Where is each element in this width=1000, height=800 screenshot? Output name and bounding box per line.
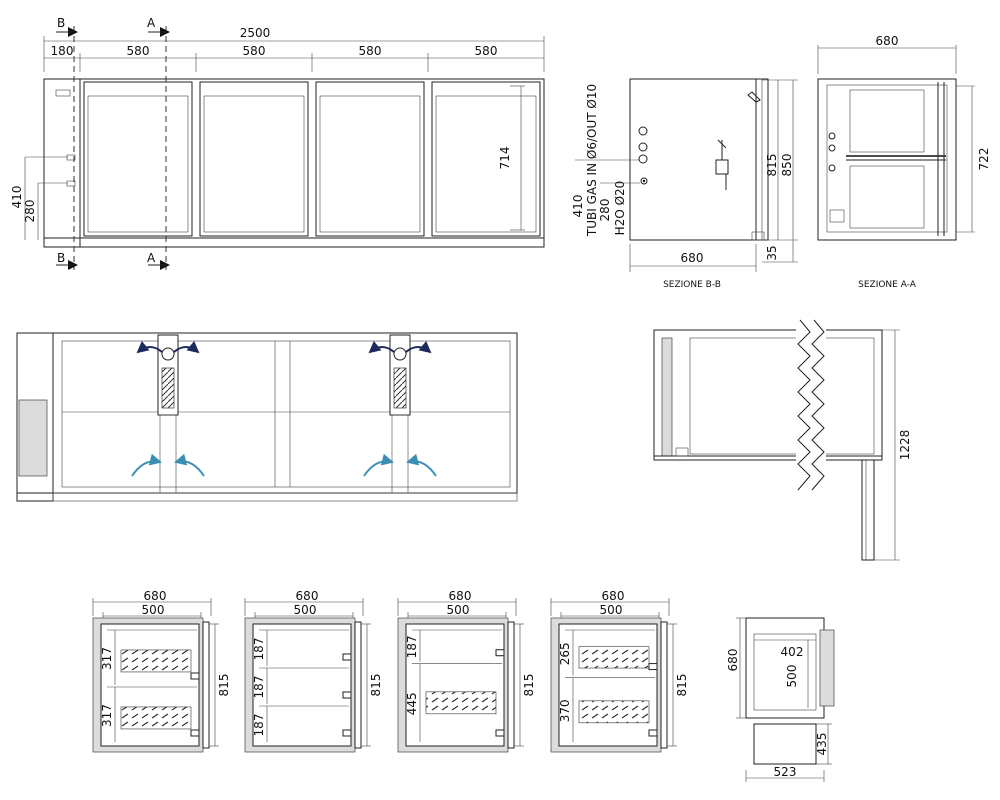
airflow-out-arrows	[136, 340, 432, 354]
detail-523: 523	[774, 765, 797, 779]
section-mark-b-bottom: B	[56, 251, 78, 270]
drawer-compartment: 187	[252, 629, 352, 666]
detail-height-680: 680	[726, 649, 740, 672]
front-segment-4: 580	[359, 44, 382, 58]
front-segment-1: 180	[51, 44, 74, 58]
compartment-height-label: 187	[252, 676, 266, 699]
drawer-inner-width: 500	[600, 603, 623, 617]
rear-view	[16, 332, 518, 502]
drawer-outer-width: 680	[602, 589, 625, 603]
front-door-height: 714	[498, 147, 512, 170]
detail-435: 435	[815, 733, 829, 756]
section-bb-caption: SEZIONE B-B	[663, 280, 721, 290]
drawer-configurations: 6805008153173176805008151871871876805008…	[92, 589, 689, 753]
drawer-outer-width: 680	[144, 589, 167, 603]
drawer-compartment: 187	[405, 629, 505, 662]
compartment-height-label: 370	[558, 699, 572, 722]
section-mark-a-bottom: A	[147, 251, 170, 270]
section-aa-caption: SEZIONE A-A	[858, 280, 917, 290]
section-bb-gas-label: TUBI GAS IN Ø6/OUT Ø10	[585, 84, 599, 237]
drawer-height: 815	[217, 674, 231, 697]
section-mark-b-top: B	[56, 16, 78, 37]
section-bb-water-label: H2O Ø20	[613, 181, 627, 236]
airflow-in-arrows	[131, 453, 437, 477]
front-segment-5: 580	[475, 44, 498, 58]
drawer-inner-width: 500	[447, 603, 470, 617]
drawer-compartment: 265	[558, 629, 658, 676]
section-bb-width: 680	[681, 251, 704, 265]
side-view: 1228	[653, 318, 912, 561]
compartment-height-label: 265	[558, 642, 572, 665]
compartment-height-label: 445	[405, 692, 419, 715]
front-view: 2500 180 580 580 580 580	[10, 16, 545, 270]
section-bb-410: 410	[571, 195, 585, 218]
drawer-inner-width: 500	[294, 603, 317, 617]
drawer-compartment: 187	[252, 667, 352, 704]
compartment-height-label: 317	[100, 704, 114, 727]
front-height-280: 280	[23, 200, 37, 223]
section-bb-815: 815	[765, 154, 779, 177]
section-aa-height: 722	[977, 148, 991, 171]
svg-text:B: B	[57, 16, 65, 30]
front-height-410: 410	[10, 186, 24, 209]
front-segment-3: 580	[243, 44, 266, 58]
section-bb-35: 35	[765, 245, 779, 260]
drawer-compartment: 317	[100, 686, 200, 742]
drawer-compartment: 370	[558, 677, 658, 742]
section-aa-view: 680 722 SEZIONE A-A	[817, 34, 991, 290]
compartment-height-label: 187	[252, 714, 266, 737]
svg-text:B: B	[57, 251, 65, 265]
front-doors	[83, 81, 541, 237]
section-bb-280: 280	[598, 199, 612, 222]
compartment-height-label: 187	[405, 635, 419, 658]
drawer-compartment: 445	[405, 663, 505, 742]
section-mark-a-top: A	[147, 16, 170, 37]
drawer-height: 815	[675, 674, 689, 697]
detail-500: 500	[785, 665, 799, 688]
drawer-compartment: 187	[252, 705, 352, 742]
drawer-compartment: 317	[100, 629, 200, 685]
compartment-height-label: 187	[252, 638, 266, 661]
section-bb-850: 850	[780, 154, 794, 177]
drawer-height: 815	[369, 674, 383, 697]
front-overall-width: 2500	[240, 26, 271, 40]
svg-text:A: A	[147, 251, 156, 265]
drawer-outer-width: 680	[449, 589, 472, 603]
drawer-detail-view: 680 402 500 435 523	[726, 617, 835, 782]
drawer-height: 815	[522, 674, 536, 697]
drawer-outer-width: 680	[296, 589, 319, 603]
detail-402: 402	[781, 645, 804, 659]
front-segment-2: 580	[127, 44, 150, 58]
section-bb-view: 815 850 35 680 SEZIONE B-B 410 TUBI GAS …	[571, 78, 798, 290]
drawer-inner-width: 500	[142, 603, 165, 617]
side-view-length: 1228	[898, 430, 912, 461]
compartment-height-label: 317	[100, 647, 114, 670]
svg-text:A: A	[147, 16, 156, 30]
section-aa-width: 680	[876, 34, 899, 48]
